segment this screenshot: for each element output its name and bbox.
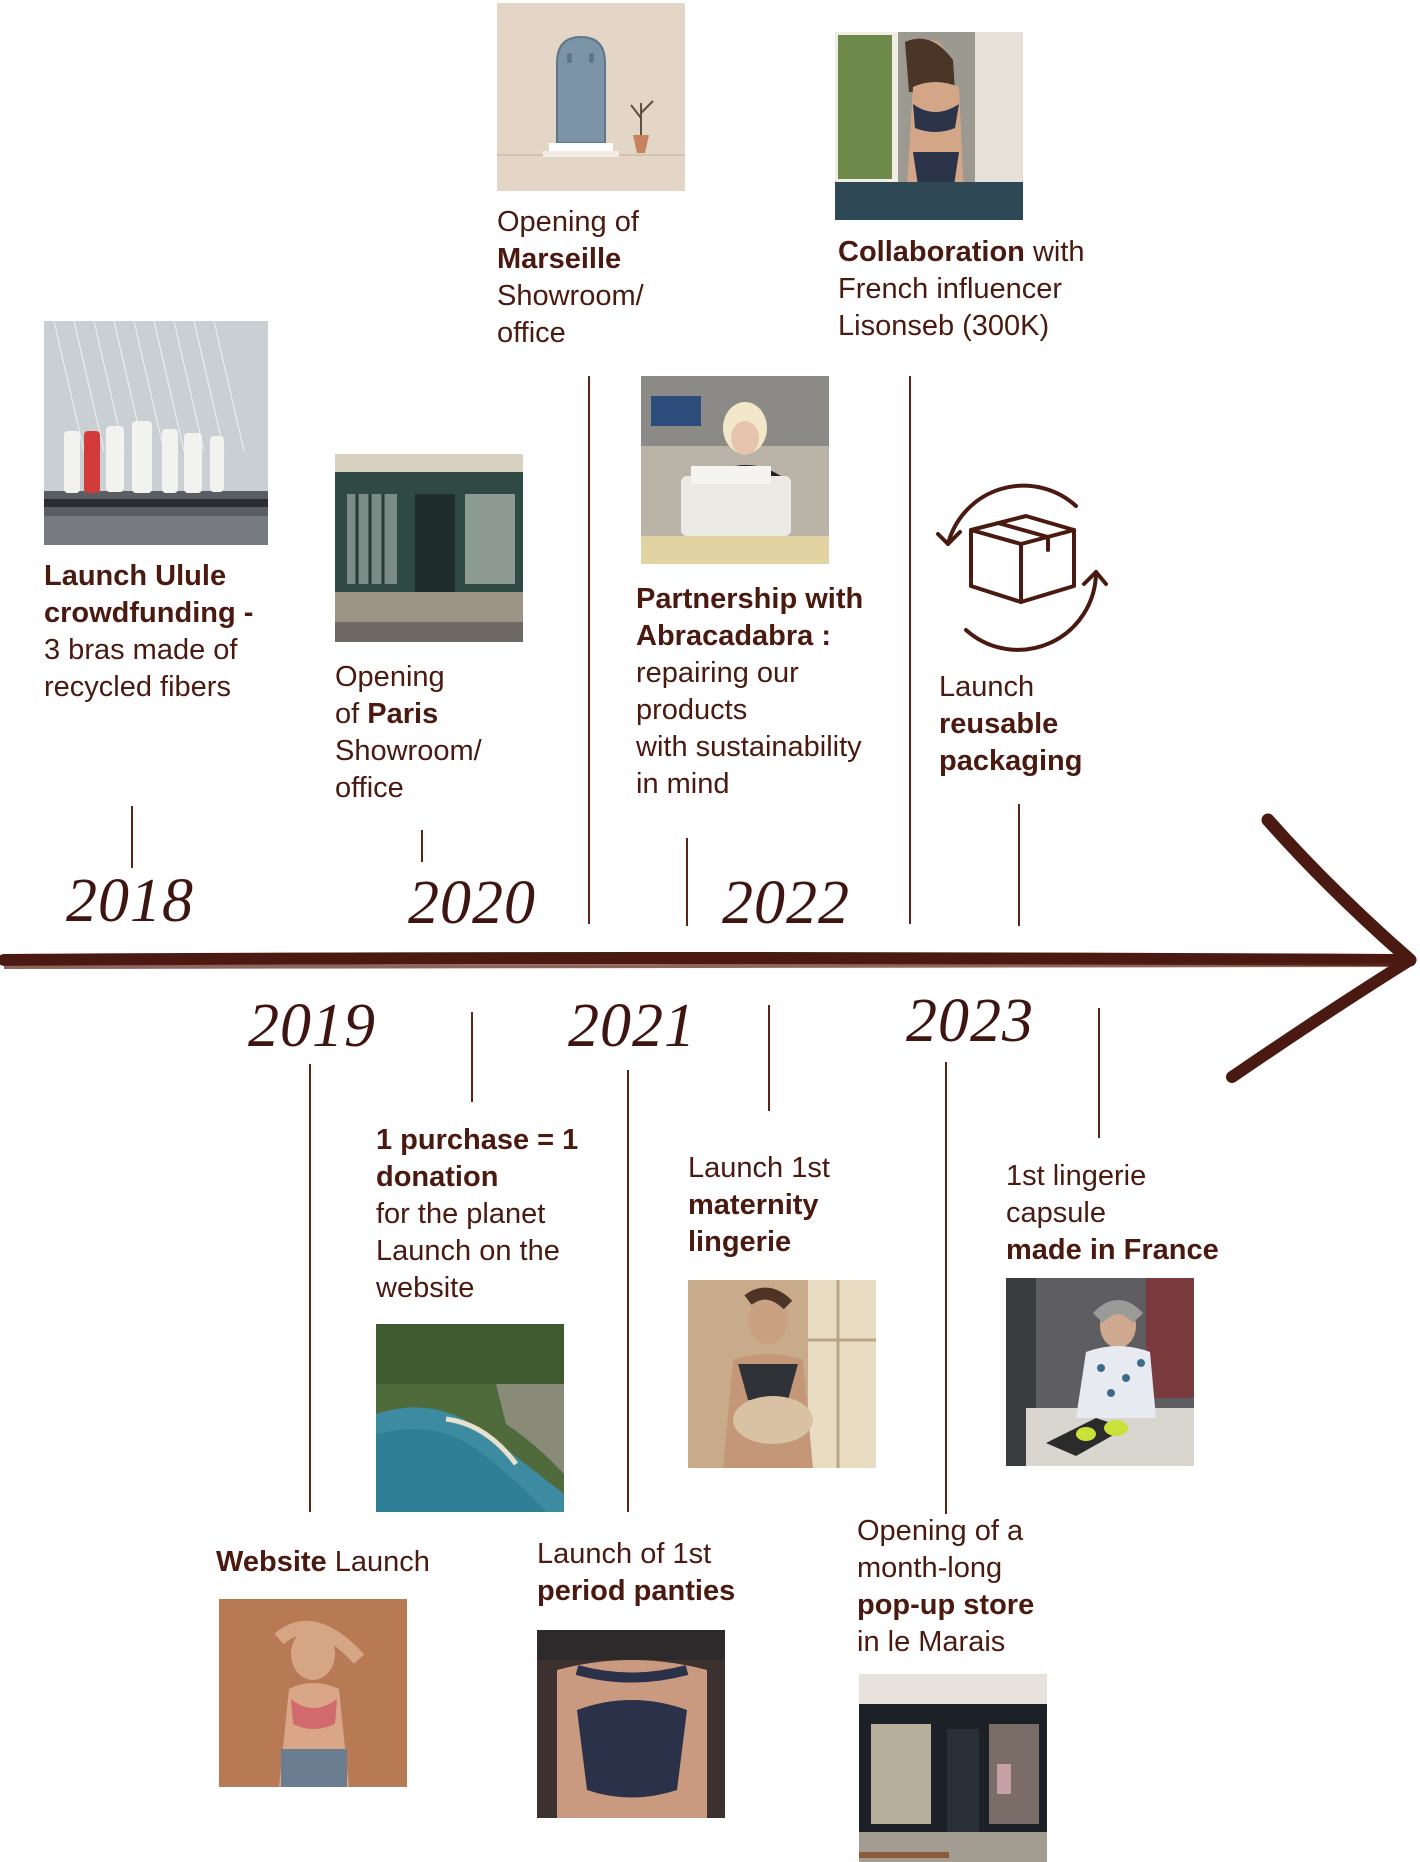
event-made-in-france: 1st lingerie capsule made in France — [1006, 1158, 1219, 1269]
event-collab-line1a: Collaboration — [838, 236, 1025, 268]
event-popup-store: Opening of a month-long pop-up store in … — [857, 1513, 1034, 1661]
tick-marseille — [588, 376, 590, 924]
event-france-line3: made in France — [1006, 1234, 1219, 1266]
tick-collab — [909, 376, 911, 924]
timeline-arrow — [0, 813, 1417, 1083]
event-abracadabra-line6: in mind — [636, 768, 730, 800]
event-donation-line2: donation — [376, 1161, 499, 1193]
period-panties-photo — [537, 1630, 725, 1818]
marseille-door-illustration — [497, 3, 685, 191]
event-marseille-line2: Marseille — [497, 243, 622, 275]
event-collab-line3: Lisonseb (300K) — [838, 310, 1050, 342]
event-2019-website: Website Launch — [216, 1544, 430, 1581]
event-popup-line1: Opening of a — [857, 1515, 1024, 1547]
event-marseille-line1: Opening of — [497, 206, 639, 238]
event-donation-line1: 1 purchase = 1 — [376, 1124, 579, 1156]
website-launch-photo — [219, 1599, 407, 1787]
event-paris-line2a: of — [335, 698, 368, 730]
event-popup-line4: in le Marais — [857, 1626, 1006, 1658]
event-packaging-line1: Launch — [939, 671, 1035, 703]
tick-paris — [421, 830, 423, 862]
tick-maternity — [768, 1005, 770, 1111]
event-period-line1: Launch of 1st — [537, 1538, 712, 1570]
made-in-france-photo — [1006, 1278, 1194, 1466]
event-maternity-line2: maternity — [688, 1189, 819, 1221]
event-paris-line4: office — [335, 772, 404, 804]
event-2018-line3: 3 bras made of — [44, 634, 238, 666]
event-paris-line2b: Paris — [367, 698, 439, 730]
tick-2021 — [627, 1070, 629, 1512]
event-abracadabra: Partnership with Abracadabra : repairing… — [636, 581, 863, 803]
event-abracadabra-line3: repairing our — [636, 657, 799, 689]
event-abracadabra-line1: Partnership with — [636, 583, 864, 615]
event-popup-line2: month-long — [857, 1552, 1003, 1584]
tick-popup — [945, 1062, 947, 1514]
popup-store-photo — [859, 1674, 1047, 1862]
collaboration-influencer-photo — [835, 32, 1023, 220]
event-period-panties: Launch of 1st period panties — [537, 1536, 735, 1610]
abracadabra-sewing-photo — [641, 376, 829, 564]
event-2019-rest: Launch — [326, 1546, 430, 1578]
event-donation: 1 purchase = 1 donation for the planet L… — [376, 1122, 578, 1307]
year-2021: 2021 — [568, 992, 696, 1060]
event-france-line1: 1st lingerie — [1006, 1160, 1147, 1192]
event-marseille-line3: Showroom/ — [497, 280, 644, 312]
event-collab-line1b: with — [1024, 236, 1085, 268]
factory-yarn-photo — [44, 321, 268, 545]
event-collaboration: Collaboration with French influencer Lis… — [838, 234, 1085, 345]
event-paris-showroom: Opening of Paris Showroom/ office — [335, 659, 482, 807]
reusable-packaging-icon — [936, 483, 1108, 652]
maternity-lingerie-photo — [688, 1280, 876, 1468]
event-donation-line5: website — [376, 1272, 475, 1304]
tick-abracadabra — [686, 838, 688, 926]
year-2018: 2018 — [66, 867, 194, 935]
tick-donation — [471, 1012, 473, 1102]
paris-storefront-photo — [335, 454, 523, 642]
event-2018-line2: crowdfunding - — [44, 597, 254, 629]
event-paris-line1: Opening — [335, 661, 445, 693]
event-maternity: Launch 1st maternity lingerie — [688, 1150, 830, 1261]
event-2018-ulule: Launch Ulule crowdfunding - 3 bras made … — [44, 558, 253, 706]
event-abracadabra-line4: products — [636, 694, 748, 726]
tick-2019 — [309, 1064, 311, 1512]
event-packaging: Launch reusable packaging — [939, 669, 1082, 780]
event-paris-line3: Showroom/ — [335, 735, 482, 767]
event-packaging-line2: reusable — [939, 708, 1059, 740]
event-popup-line3: pop-up store — [857, 1589, 1035, 1621]
event-france-line2: capsule — [1006, 1197, 1106, 1229]
year-2023: 2023 — [906, 987, 1034, 1055]
donation-coast-photo — [376, 1324, 564, 1512]
event-donation-line4: Launch on the — [376, 1235, 560, 1267]
tick-2018 — [131, 806, 133, 868]
event-2018-line4: recycled fibers — [44, 671, 231, 703]
event-maternity-line3: lingerie — [688, 1226, 792, 1258]
year-2022: 2022 — [722, 869, 850, 937]
year-2020: 2020 — [408, 869, 536, 937]
event-2018-line1: Launch Ulule — [44, 560, 227, 592]
event-maternity-line1: Launch 1st — [688, 1152, 830, 1184]
year-2019: 2019 — [248, 992, 376, 1060]
event-abracadabra-line5: with sustainability — [636, 731, 862, 763]
event-collab-line2: French influencer — [838, 273, 1063, 305]
tick-france — [1098, 1008, 1100, 1138]
event-marseille-line4: office — [497, 317, 566, 349]
event-donation-line3: for the planet — [376, 1198, 546, 1230]
event-2019-bold: Website — [216, 1546, 327, 1578]
tick-packaging — [1018, 804, 1020, 926]
event-period-line2: period panties — [537, 1575, 736, 1607]
event-marseille-showroom: Opening of Marseille Showroom/ office — [497, 204, 644, 352]
event-packaging-line3: packaging — [939, 745, 1083, 777]
event-abracadabra-line2: Abracadabra : — [636, 620, 832, 652]
